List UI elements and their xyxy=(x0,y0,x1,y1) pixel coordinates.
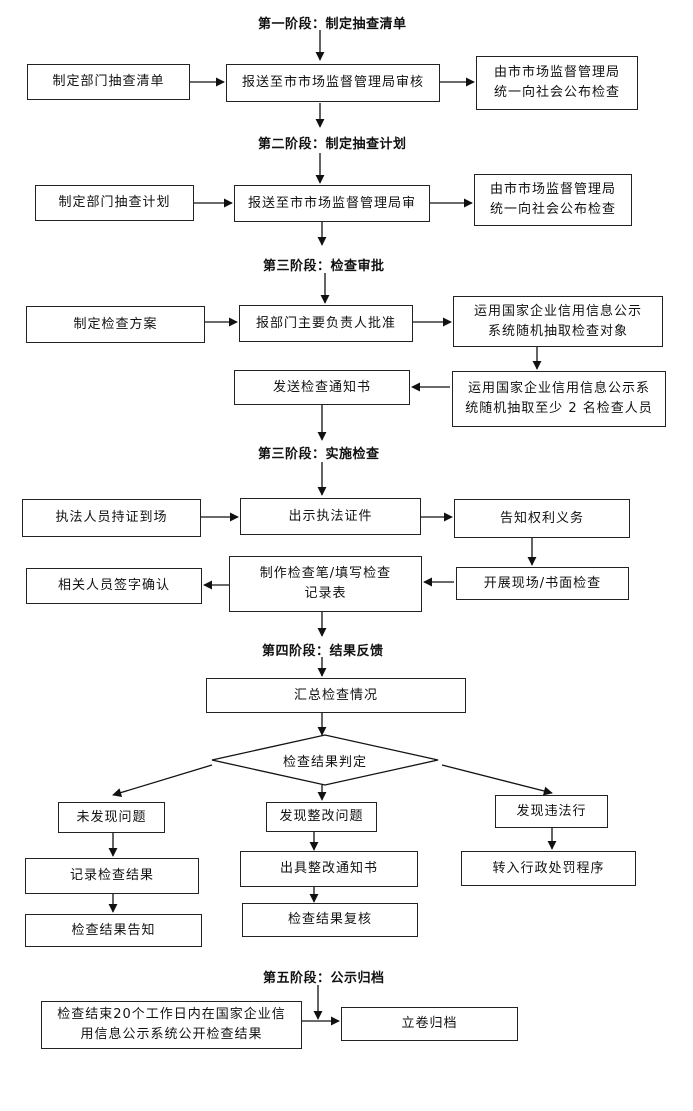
step-box: 发现整改问题 xyxy=(266,802,377,832)
step-box: 发现违法行 xyxy=(495,795,608,828)
step-box: 汇总检查情况 xyxy=(206,678,466,713)
stage-title: 第五阶段：公示归档 xyxy=(263,971,385,986)
step-box: 发送检查通知书 xyxy=(234,370,410,405)
step-box: 转入行政处罚程序 xyxy=(461,851,636,886)
step-box: 出具整改通知书 xyxy=(240,851,418,887)
stage-title: 第一阶段：制定抽查清单 xyxy=(258,17,407,32)
step-box: 检查结束20个工作日内在国家企业信 用信息公示系统公开检查结果 xyxy=(41,1001,302,1049)
step-box: 检查结果复核 xyxy=(242,903,418,937)
step-box: 运用国家企业信用信息公示 系统随机抽取检查对象 xyxy=(453,296,663,347)
step-box: 立卷归档 xyxy=(341,1007,518,1041)
step-box: 报送至市市场监督管理局审 xyxy=(234,185,430,222)
arrow xyxy=(112,764,213,797)
step-box: 记录检查结果 xyxy=(25,858,199,894)
step-box: 由市市场监督管理局 统一向社会公布检查 xyxy=(474,174,632,226)
step-box: 制定部门抽查计划 xyxy=(35,185,194,221)
step-box: 制定部门抽查清单 xyxy=(27,64,190,100)
step-box: 告知权利义务 xyxy=(454,499,630,538)
stage-title: 第三阶段：检查审批 xyxy=(263,259,385,274)
step-box: 制作检查笔/填写检查 记录表 xyxy=(229,556,422,612)
diamond-label: 检查结果判定 xyxy=(282,755,367,770)
step-box: 制定检查方案 xyxy=(26,306,205,343)
step-box: 相关人员签字确认 xyxy=(26,568,202,604)
step-box: 执法人员持证到场 xyxy=(22,499,201,537)
step-box: 未发现问题 xyxy=(58,802,165,833)
stage-title: 第二阶段：制定抽查计划 xyxy=(258,137,407,152)
step-box: 报部门主要负责人批准 xyxy=(239,305,413,342)
step-box: 由市市场监督管理局 统一向社会公布检查 xyxy=(476,56,638,110)
step-box: 出示执法证件 xyxy=(240,498,421,535)
stage-title: 第四阶段：结果反馈 xyxy=(262,644,384,659)
arrow xyxy=(441,764,553,796)
step-box: 报送至市市场监督管理局审核 xyxy=(226,64,440,102)
step-box: 运用国家企业信用信息公示系 统随机抽取至少 2 名检查人员 xyxy=(452,371,666,427)
stage-title: 第三阶段：实施检查 xyxy=(258,447,380,462)
step-box: 开展现场/书面检查 xyxy=(456,567,629,600)
judgment-diamond xyxy=(211,734,439,786)
step-box: 检查结果告知 xyxy=(25,914,202,947)
